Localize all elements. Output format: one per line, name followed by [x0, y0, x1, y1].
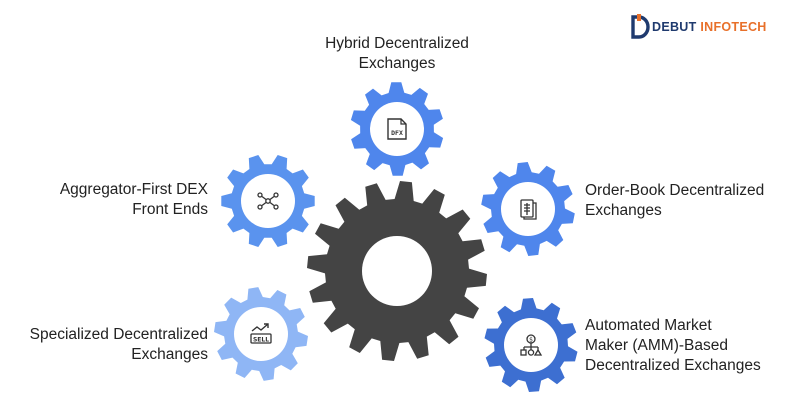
label-orderbook: Order-Book Decentralized Exchanges	[585, 181, 790, 221]
brand-logo-icon	[631, 14, 650, 39]
label-hybrid-line1: Hybrid Decentralized	[325, 35, 469, 52]
label-amm: Automated Market Maker (AMM)-Based Decen…	[585, 316, 790, 376]
label-aggregator: Aggregator-First DEX Front Ends	[20, 180, 208, 220]
label-aggregator-line1: Aggregator-First DEX	[59, 181, 208, 198]
brand-name-part1: DEBUT	[652, 20, 697, 34]
label-aggregator-line2: Front Ends	[132, 201, 208, 218]
svg-text:DFX: DFX	[391, 129, 403, 137]
label-hybrid-line2: Exchanges	[358, 55, 436, 72]
svg-text:SELL: SELL	[253, 336, 269, 343]
gear-specialized: SELL	[214, 287, 308, 381]
label-specialized-line2: Exchanges	[131, 346, 208, 363]
gear-hybrid: DFX	[350, 82, 444, 176]
brand-name-part2: INFOTECH	[700, 20, 767, 34]
svg-text:$: $	[529, 336, 533, 343]
amm-hierarchy-icon: $	[520, 334, 543, 356]
gear-amm: $	[484, 298, 578, 392]
label-orderbook-line2: Exchanges	[585, 202, 662, 219]
label-amm-line1: Automated Market	[585, 317, 712, 334]
brand-logo: DEBUT INFOTECH	[628, 12, 788, 42]
label-specialized: Specialized Decentralized Exchanges	[4, 325, 208, 365]
label-amm-line3: Decentralized Exchanges	[585, 357, 761, 374]
label-amm-line2: Maker (AMM)-Based	[585, 337, 728, 354]
label-hybrid: Hybrid Decentralized Exchanges	[297, 34, 497, 74]
order-book-icon	[520, 199, 537, 220]
gear-orderbook	[481, 162, 575, 256]
dex-document-icon: DFX	[387, 118, 407, 140]
label-specialized-line1: Specialized Decentralized	[29, 326, 208, 343]
brand-name: DEBUT INFOTECH	[652, 20, 767, 34]
network-nodes-icon	[257, 192, 279, 210]
gear-aggregator	[221, 155, 315, 247]
center-gear	[307, 181, 487, 361]
sell-chart-icon: SELL	[250, 323, 272, 344]
label-orderbook-line1: Order-Book Decentralized	[585, 182, 765, 199]
